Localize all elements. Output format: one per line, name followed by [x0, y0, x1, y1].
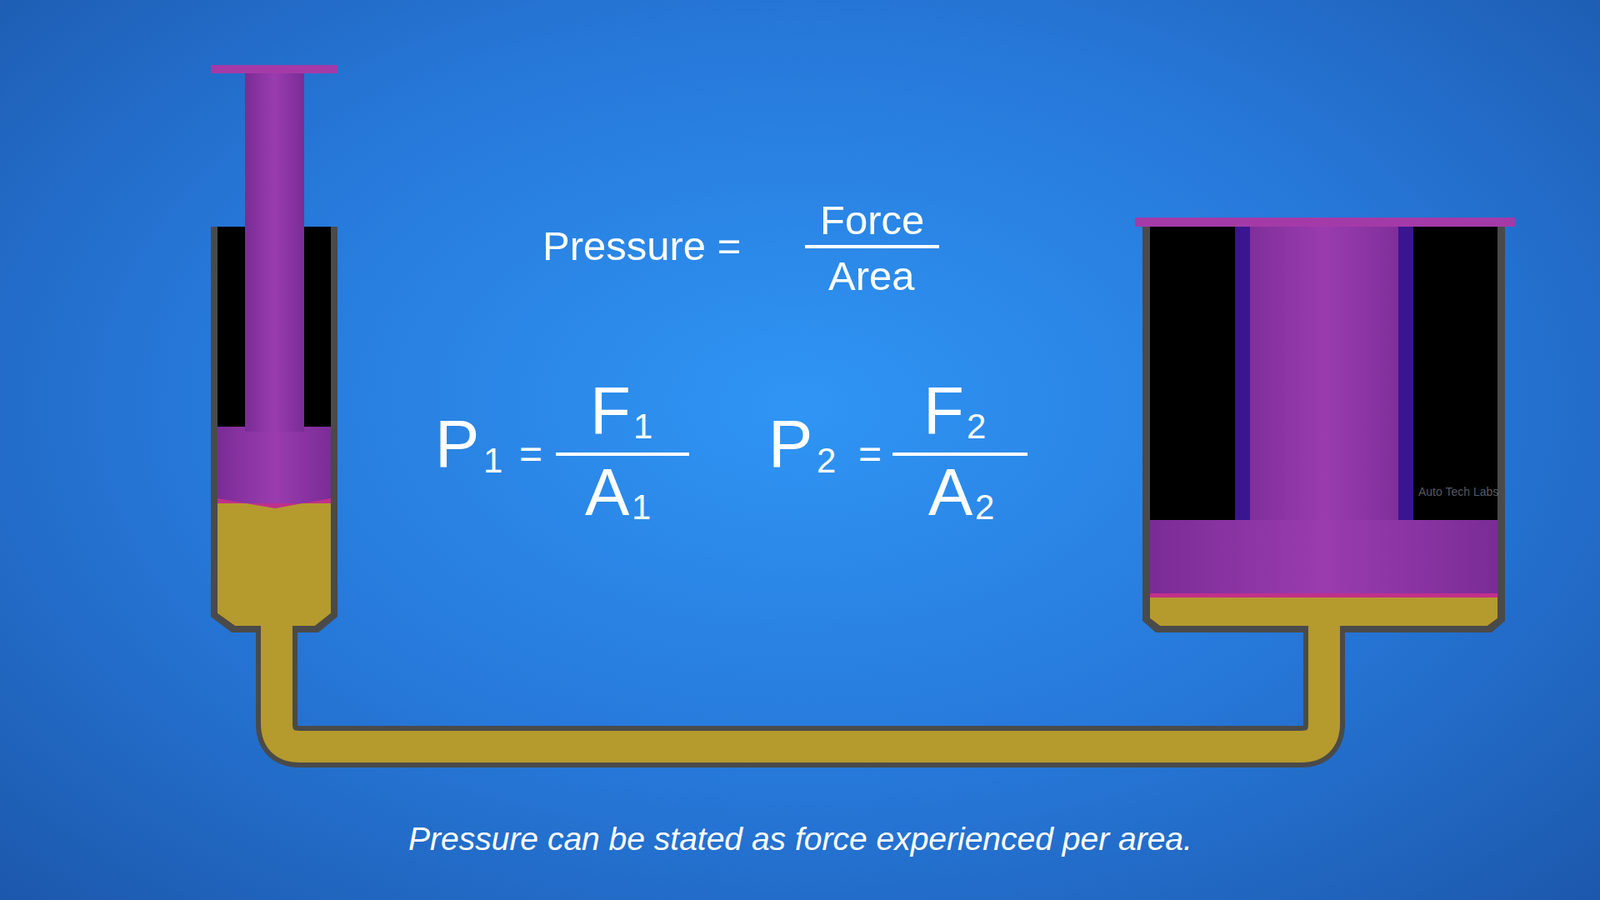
fluid-pipe	[276, 623, 1325, 747]
formula-symbol: P	[435, 410, 480, 478]
fraction-bar	[805, 245, 940, 249]
formula-symbol: P	[768, 410, 813, 478]
fraction-bar	[892, 452, 1028, 456]
caption: Pressure can be stated as force experien…	[408, 822, 1193, 855]
large-cylinder	[1135, 217, 1515, 633]
formula-subscript: 1	[483, 443, 503, 479]
formula-equals: =	[858, 434, 882, 475]
formula-denominator: Area	[828, 255, 915, 297]
formula-symbol: A	[928, 459, 973, 526]
formula-symbol: F	[923, 377, 965, 445]
formula-symbol: A	[585, 459, 630, 526]
formula-numerator: Force	[820, 200, 925, 241]
watermark: Auto Tech Labs	[1418, 485, 1499, 498]
formula-subscript: 1	[633, 409, 653, 445]
formula-subscript: 1	[631, 490, 651, 525]
formula-symbol: F	[590, 377, 631, 445]
formula-text: Pressure =	[542, 225, 741, 267]
small-cylinder	[210, 65, 338, 633]
formula-subscript: 2	[966, 409, 986, 445]
formula-equals: =	[519, 434, 543, 475]
fraction-bar	[555, 452, 690, 456]
formula-subscript: 2	[816, 443, 836, 479]
formula-subscript: 2	[975, 490, 995, 525]
